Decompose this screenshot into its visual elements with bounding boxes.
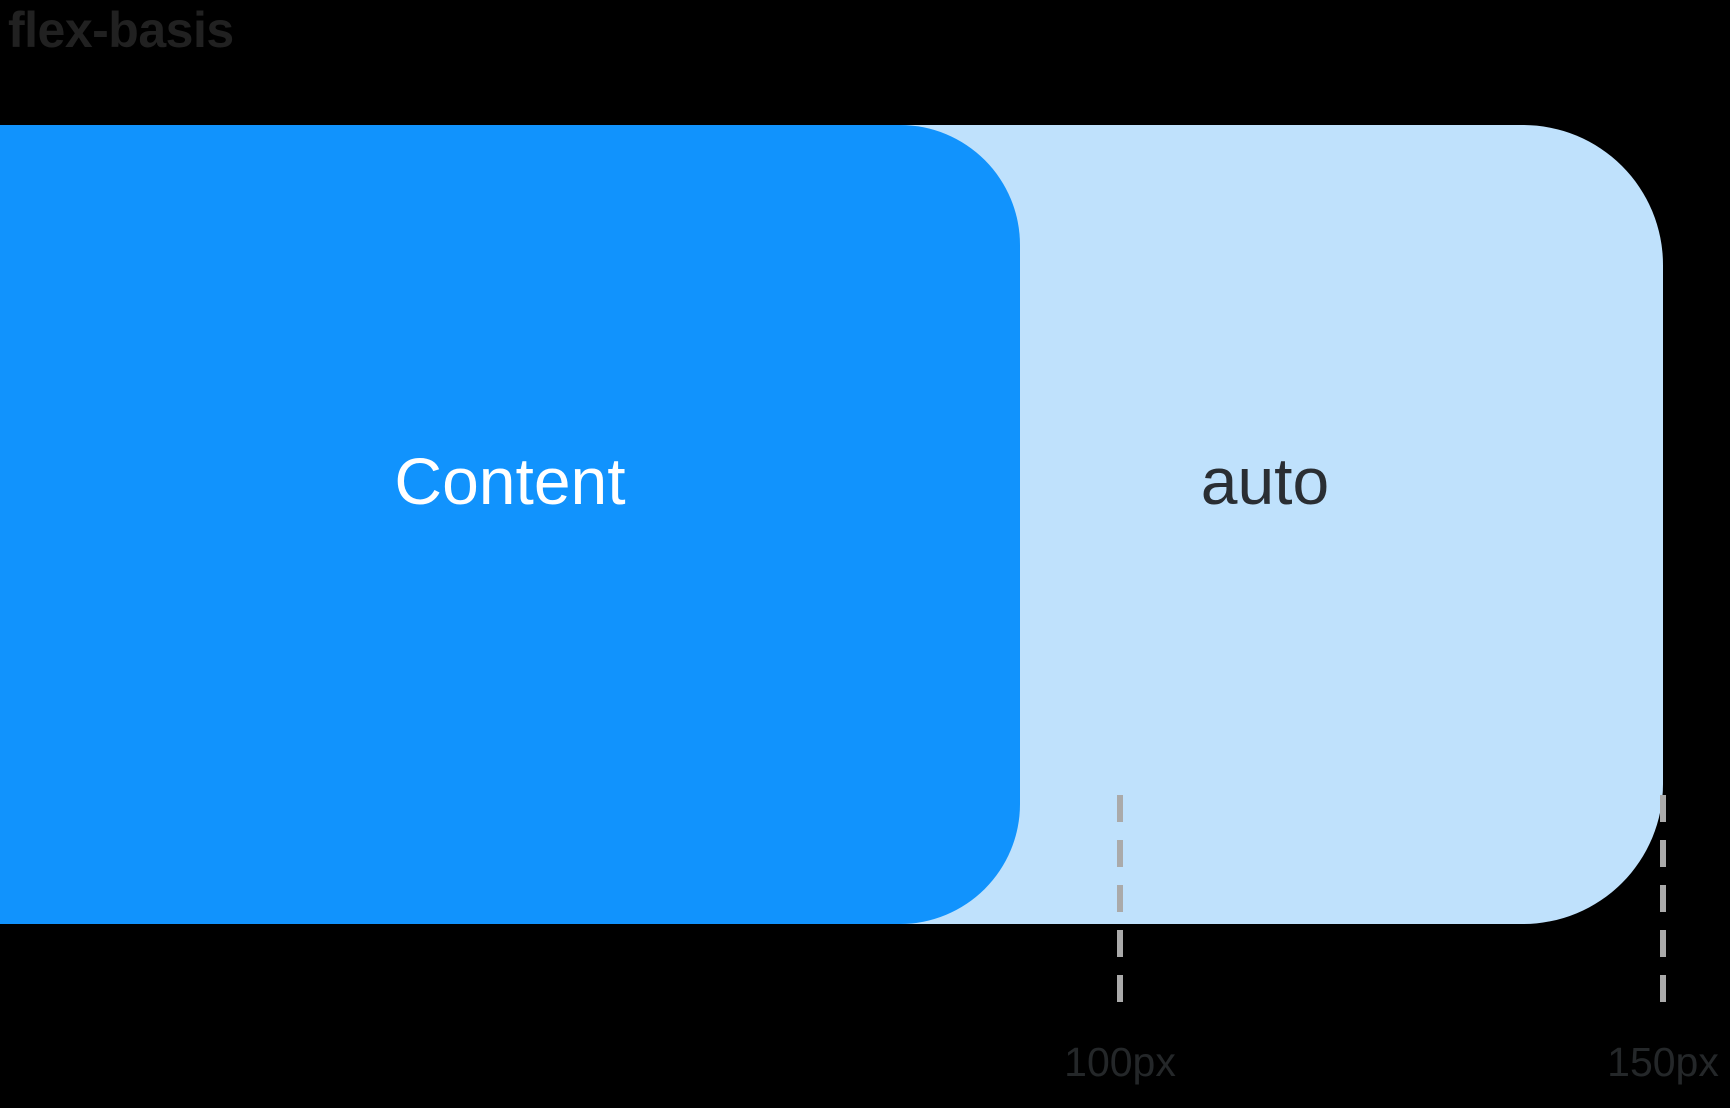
page-title: flex-basis <box>8 2 234 58</box>
guide-line-150px <box>1660 795 1666 1020</box>
auto-box-label: auto <box>1200 444 1330 518</box>
guide-line-100px <box>1117 795 1123 1020</box>
guide-label-150px: 150px <box>1607 1039 1719 1085</box>
content-box-label: Content <box>394 444 626 518</box>
guide-label-100px: 100px <box>1064 1039 1176 1085</box>
flex-basis-content-box <box>0 125 1020 924</box>
